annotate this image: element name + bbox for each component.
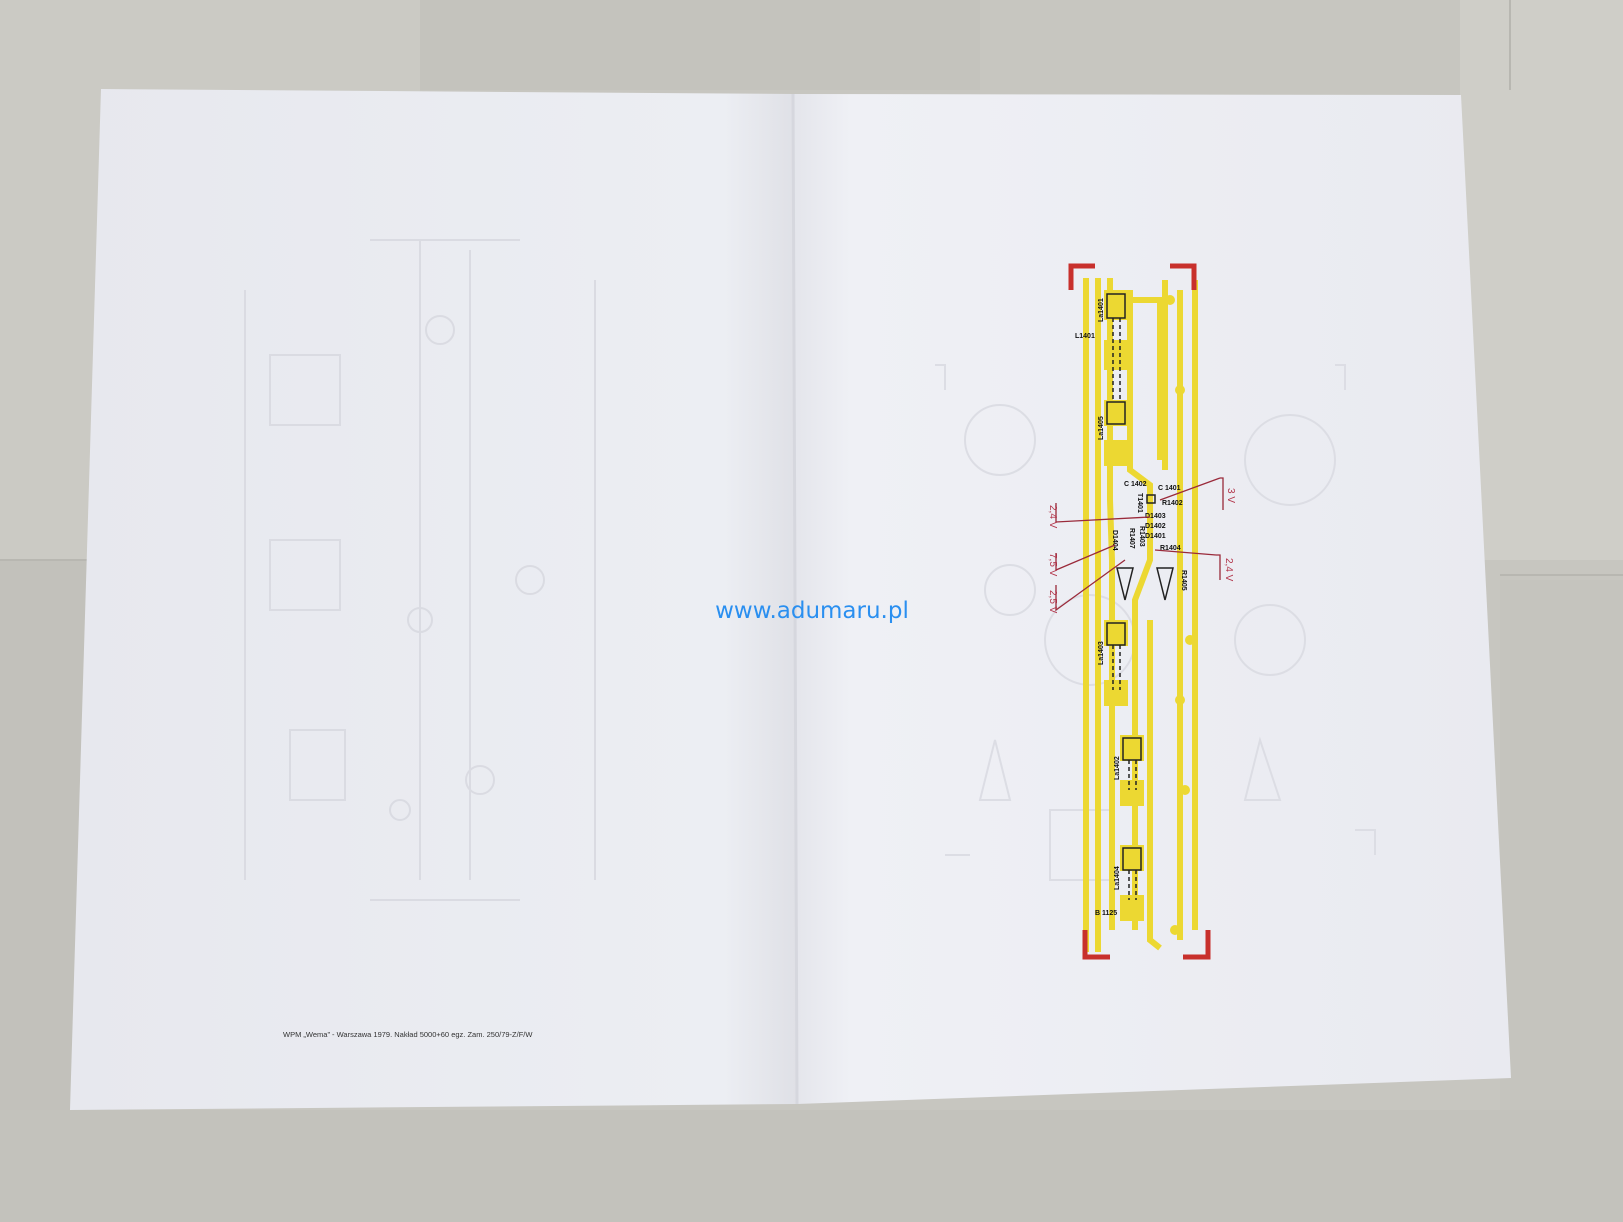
left-page: [70, 89, 797, 1110]
label-l1401: L1401: [1075, 333, 1095, 340]
registration-marks: [1068, 263, 1211, 960]
voltage-label-7-5v: 7,5 V: [1047, 553, 1058, 577]
publisher-footer: WPM „Wema” - Warszawa 1979. Nakład 5000+…: [283, 1030, 533, 1039]
label-d1404: D1404: [1111, 530, 1118, 551]
label-r1404: R1404: [1160, 545, 1181, 552]
label-r1407: R1407: [1128, 528, 1135, 549]
right-page: [793, 94, 1511, 1104]
fold-line: [791, 93, 799, 1105]
label-la1405: La1405: [1098, 416, 1105, 440]
label-r1405: R1405: [1180, 570, 1187, 591]
label-t1401: T1401: [1136, 493, 1143, 513]
voltage-label-2-4v-left: 2,4 V: [1047, 505, 1058, 529]
label-c1402: C 1402: [1124, 481, 1147, 488]
label-d1403: D1403: [1145, 513, 1166, 520]
label-la1402: La1402: [1114, 756, 1121, 780]
voltage-leaders: [1055, 477, 1224, 612]
label-d1401: D1401: [1145, 533, 1166, 540]
label-la1404: La1404: [1114, 866, 1121, 890]
voltage-label-2-4v-right: 2,4 V: [1223, 558, 1234, 582]
voltage-label-3v: 3 V: [1225, 488, 1236, 503]
pcb-layout: L1401 La1401 La1405 C 1402 C 1401 T1401 …: [1047, 263, 1236, 960]
label-la1403: La1403: [1098, 641, 1105, 665]
label-r1402: R1402: [1162, 500, 1183, 507]
label-la1401: La1401: [1098, 298, 1105, 322]
voltage-label-2-5v: 2,5 V: [1047, 590, 1058, 614]
paper-sheet: [70, 89, 1511, 1110]
label-r1403: R1403: [1138, 526, 1145, 547]
label-c1401: C 1401: [1158, 485, 1181, 492]
label-d1402: D1402: [1145, 523, 1166, 530]
label-board-id: B 1125: [1095, 910, 1117, 917]
component-outlines: [1106, 293, 1174, 900]
pads: [1104, 290, 1195, 935]
show-through-right: [935, 364, 1376, 881]
voltage-labels: 3 V 2,4 V 7,5 V 2,5 V 2,4 V: [1047, 488, 1236, 614]
copper-traces: [1083, 278, 1198, 952]
component-labels: L1401 La1401 La1405 C 1402 C 1401 T1401 …: [1075, 298, 1187, 917]
show-through-schematic: [244, 239, 596, 901]
watermark-url: www.adumaru.pl: [715, 598, 909, 624]
